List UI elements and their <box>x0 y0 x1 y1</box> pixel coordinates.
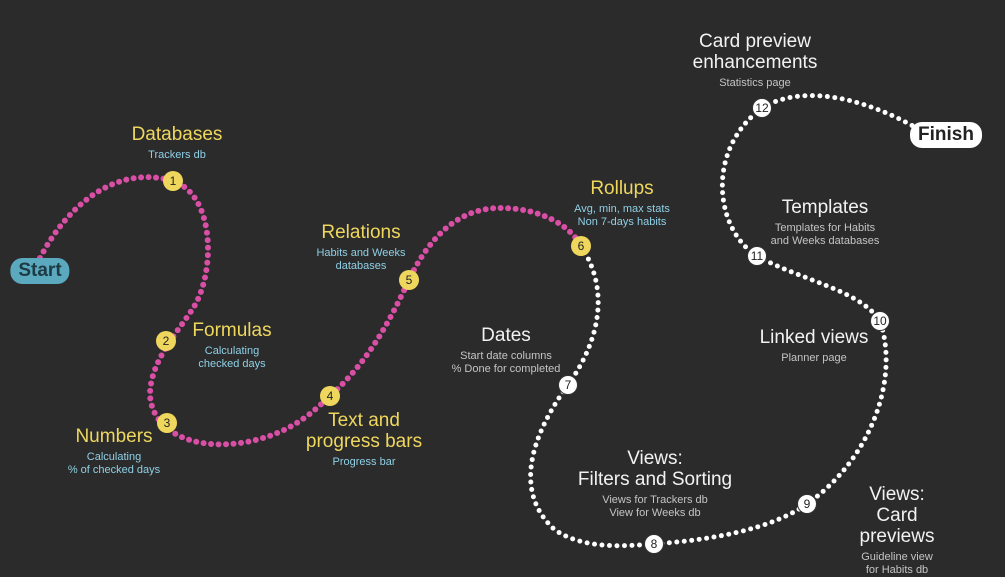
step-title: Rollups <box>590 178 654 199</box>
step-title: Linked views <box>759 327 869 348</box>
step-marker-10: 10 <box>870 311 890 331</box>
step-title: Formulas <box>192 320 272 341</box>
step-subtitle: Start date columns % Done for completed <box>451 350 561 375</box>
step-subtitle: Planner page <box>781 352 847 364</box>
step-title: Views: Filters and Sorting <box>577 448 733 490</box>
step-subtitle: Guideline view for Habits db <box>861 551 933 576</box>
step-marker-6: 6 <box>571 236 591 256</box>
step-subtitle: Avg, min, max stats Non 7-days habits <box>574 203 670 228</box>
step-title: Numbers <box>75 426 153 447</box>
step-subtitle: Calculating % of checked days <box>67 451 161 476</box>
step-marker-1: 1 <box>163 171 183 191</box>
step-subtitle: Calculating checked days <box>198 345 266 370</box>
step-marker-2: 2 <box>156 331 176 351</box>
completed-path <box>37 174 584 448</box>
remaining-path <box>528 93 923 549</box>
step-marker-11: 11 <box>747 246 767 266</box>
step-marker-8: 8 <box>644 534 664 554</box>
step-marker-7: 7 <box>558 375 578 395</box>
step-title: Dates <box>481 325 531 346</box>
step-marker-3: 3 <box>157 413 177 433</box>
step-title: Views: Card previews <box>859 484 935 547</box>
step-subtitle: Trackers db <box>148 149 206 161</box>
step-title: Relations <box>321 222 401 243</box>
step-subtitle: Statistics page <box>719 77 791 89</box>
roadmap-path <box>37 93 923 549</box>
finish-badge: Finish <box>910 122 982 148</box>
step-marker-12: 12 <box>752 98 772 118</box>
step-marker-9: 9 <box>797 494 817 514</box>
step-marker-4: 4 <box>320 386 340 406</box>
step-title: Text and progress bars <box>305 410 423 452</box>
step-marker-5: 5 <box>399 270 419 290</box>
step-subtitle: Habits and Weeks databases <box>316 247 406 272</box>
step-title: Card preview enhancements <box>692 31 818 73</box>
start-badge: Start <box>10 258 70 284</box>
step-subtitle: Progress bar <box>332 456 396 468</box>
step-subtitle: Templates for Habits and Weeks databases <box>770 222 880 247</box>
step-title: Databases <box>131 124 223 145</box>
step-title: Templates <box>781 197 869 218</box>
step-subtitle: Views for Trackers db View for Weeks db <box>602 494 708 519</box>
